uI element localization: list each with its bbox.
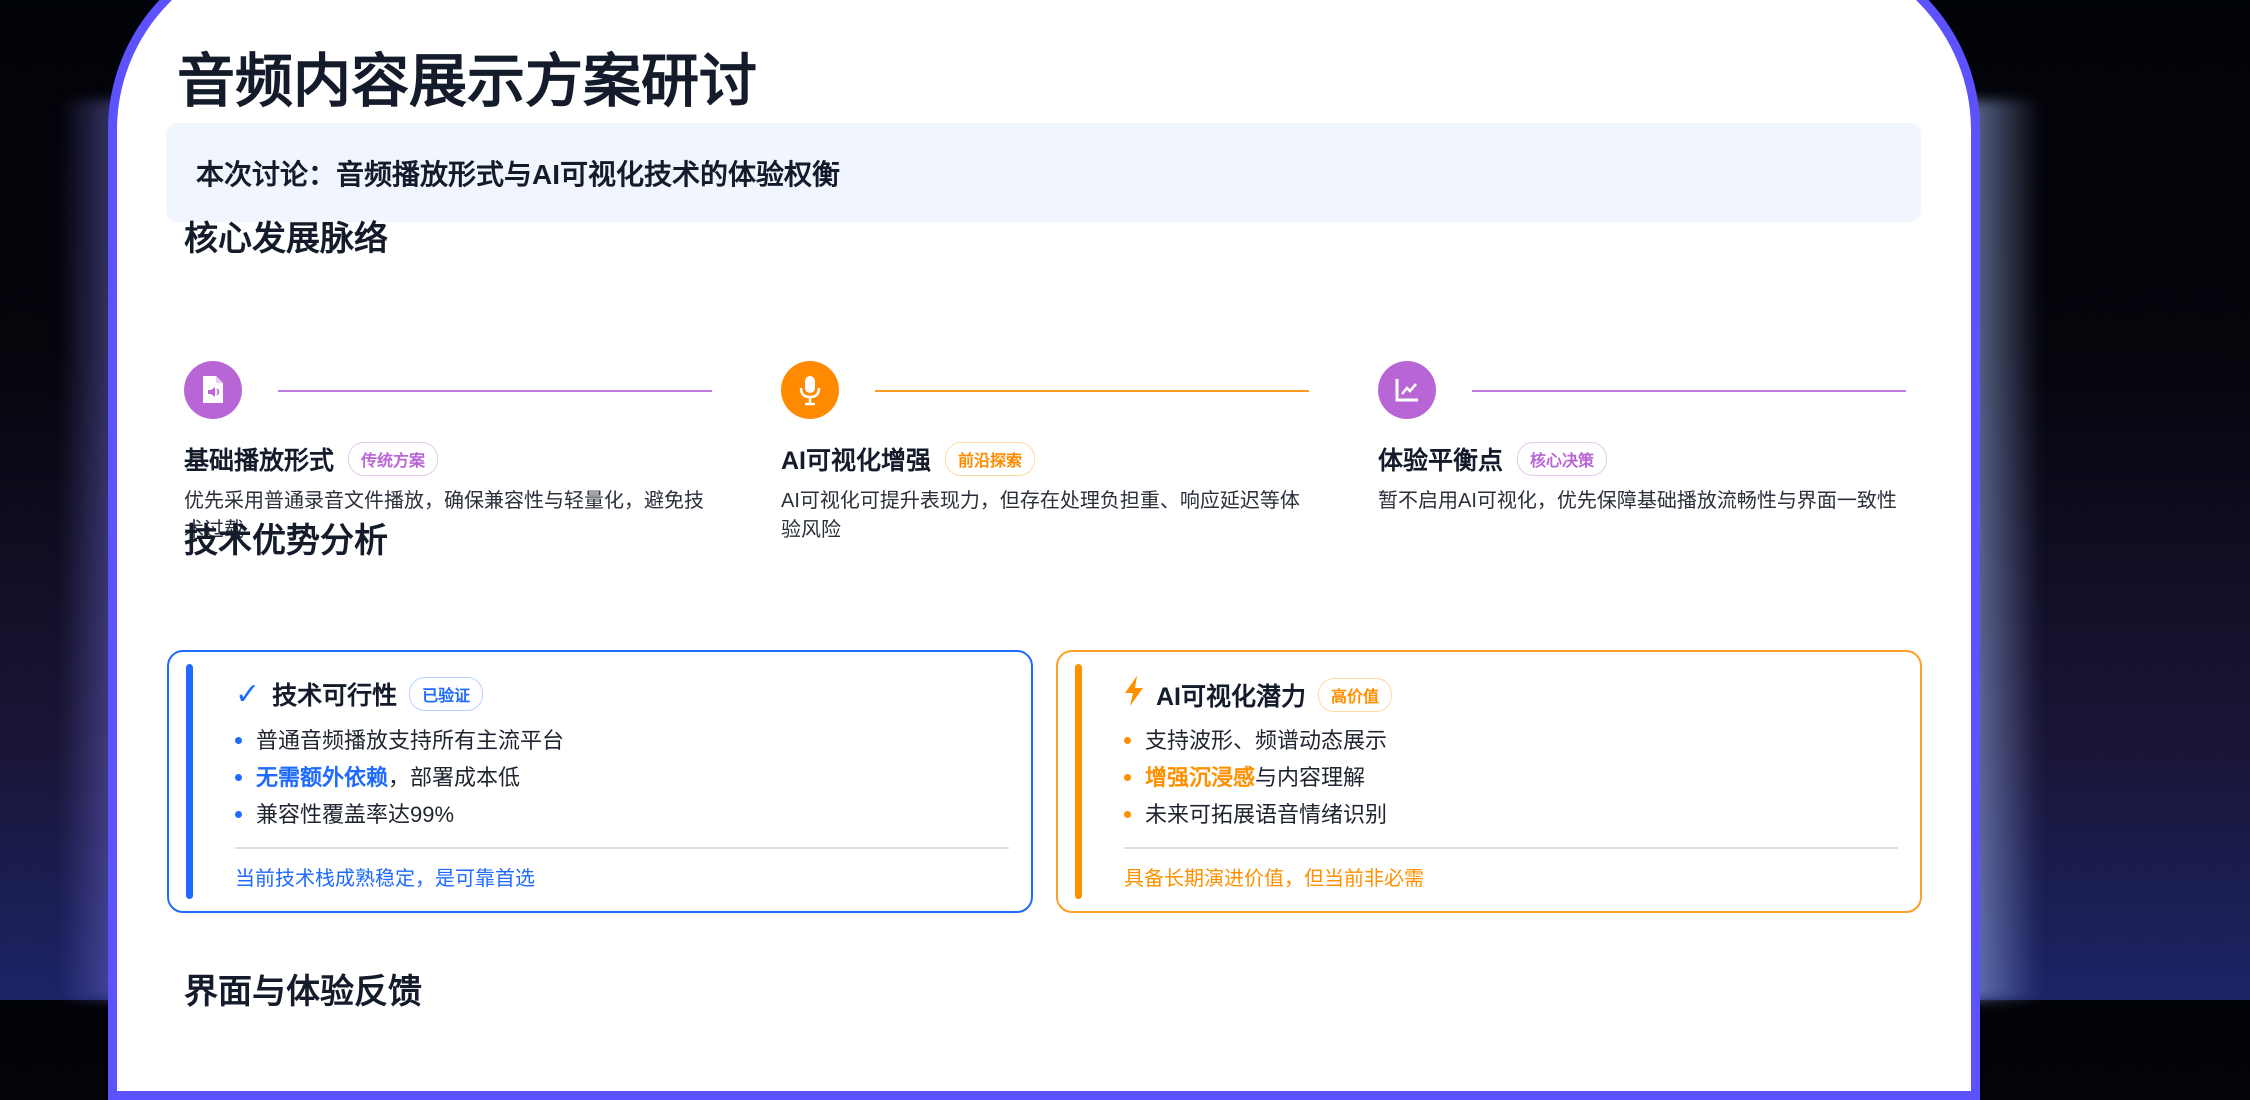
timeline-badge: 核心决策 xyxy=(1517,442,1608,476)
page-title: 音频内容展示方案研讨 xyxy=(177,49,758,114)
section-heading-timeline: 核心发展脉络 xyxy=(184,220,388,258)
microphone-icon xyxy=(781,361,839,419)
bullet-item: 增强沉浸感与内容理解 xyxy=(1124,759,1387,796)
chart-line-icon xyxy=(1378,361,1436,419)
bullet-item: 无需额外依赖，部署成本低 xyxy=(235,759,564,796)
timeline-item: 体验平衡点核心决策 暂不启用AI可视化，优先保障基础播放流畅性与界面一致性 xyxy=(1378,361,1908,512)
card-bullets: 支持波形、频谱动态展示 增强沉浸感与内容理解 未来可拓展语音情绪识别 xyxy=(1124,722,1387,833)
summary-box: 本次讨论：音频播放形式与AI可视化技术的体验权衡 xyxy=(166,123,1921,222)
timeline-desc: 暂不启用AI可视化，优先保障基础播放流畅性与界面一致性 xyxy=(1378,490,1897,512)
check-icon: ✓ xyxy=(235,677,261,711)
timeline-item: AI可视化增强前沿探索 AI可视化可提升表现力，但存在处理负担重、响应延迟等体验… xyxy=(781,361,1311,541)
card-bullets: 普通音频播放支持所有主流平台 无需额外依赖，部署成本低 兼容性覆盖率达99% xyxy=(235,722,564,833)
timeline-item: 基础播放形式传统方案 优先采用普通录音文件播放，确保兼容性与轻量化，避免技术过载 xyxy=(184,361,714,541)
lightning-icon xyxy=(1124,676,1144,713)
summary-text: 本次讨论：音频播放形式与AI可视化技术的体验权衡 xyxy=(196,158,841,190)
analysis-card-feasibility: ✓ 技术可行性已验证 普通音频播放支持所有主流平台 无需额外依赖，部署成本低 兼容… xyxy=(167,650,1033,913)
card-footer: 具备长期演进价值，但当前非必需 xyxy=(1124,868,1424,890)
bullet-item: 普通音频播放支持所有主流平台 xyxy=(235,722,564,759)
timeline-badge: 传统方案 xyxy=(348,442,439,476)
divider xyxy=(235,847,1009,849)
timeline-connector xyxy=(1472,390,1906,392)
timeline-desc: AI可视化可提升表现力，但存在处理负担重、响应延迟等体验风险 xyxy=(781,490,1300,541)
bullet-item: 未来可拓展语音情绪识别 xyxy=(1124,796,1387,833)
section-heading-analysis: 技术优势分析 xyxy=(184,522,388,560)
slide-panel: 音频内容展示方案研讨 本次讨论：音频播放形式与AI可视化技术的体验权衡 核心发展… xyxy=(108,0,1980,1100)
analysis-card-ai-potential: AI可视化潜力高价值 支持波形、频谱动态展示 增强沉浸感与内容理解 未来可拓展语… xyxy=(1056,650,1922,913)
timeline-title: 体验平衡点 xyxy=(1378,447,1504,475)
card-title: AI可视化潜力 xyxy=(1156,682,1307,711)
card-badge: 已验证 xyxy=(409,677,484,711)
timeline-badge: 前沿探索 xyxy=(945,442,1036,476)
bullet-item: 支持波形、频谱动态展示 xyxy=(1124,722,1387,759)
audio-file-icon xyxy=(184,361,242,419)
divider xyxy=(1124,847,1898,849)
timeline-title: AI可视化增强 xyxy=(781,447,932,475)
timeline-title: 基础播放形式 xyxy=(184,447,335,475)
timeline-desc: 优先采用普通录音文件播放，确保兼容性与轻量化，避免技术过载 xyxy=(184,490,704,541)
card-accent-bar xyxy=(1075,664,1082,899)
timeline-connector xyxy=(278,390,712,392)
card-badge: 高价值 xyxy=(1318,677,1393,712)
card-accent-bar xyxy=(186,664,193,899)
bullet-item: 兼容性覆盖率达99% xyxy=(235,796,564,833)
card-footer: 当前技术栈成熟稳定，是可靠首选 xyxy=(235,868,535,890)
timeline-connector xyxy=(875,390,1309,392)
card-title: 技术可行性 xyxy=(272,682,398,710)
section-heading-feedback: 界面与体验反馈 xyxy=(184,973,422,1011)
